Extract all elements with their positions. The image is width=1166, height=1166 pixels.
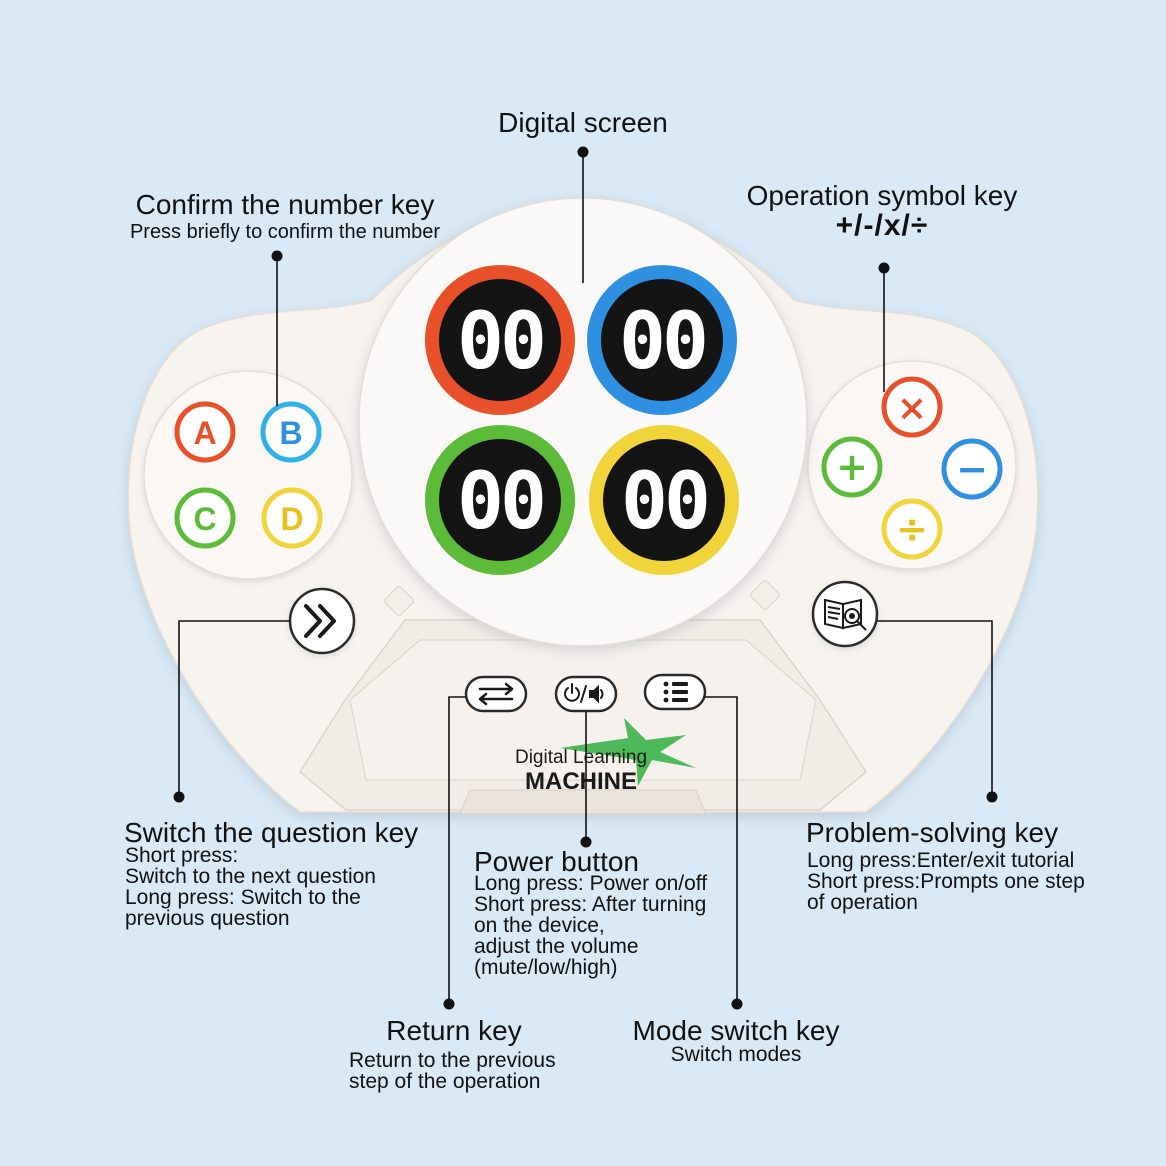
key-b-label: B — [279, 415, 302, 451]
power-desc-2: Short press: After turning — [474, 893, 707, 916]
logo-star-icon — [560, 718, 696, 786]
key-divide[interactable]: ÷ — [881, 498, 943, 560]
confirm-number-title: Confirm the number key — [135, 189, 435, 220]
logo-line2: MACHINE — [525, 768, 637, 795]
power-title: Power button — [474, 846, 639, 877]
screen-bottom-left — [425, 425, 575, 575]
double-chevron-icon — [304, 604, 336, 638]
return-desc-1: Return to the previous — [349, 1049, 556, 1072]
mode-switch-title: Mode switch key — [632, 1015, 840, 1046]
mode-switch-button[interactable] — [643, 673, 707, 711]
return-button[interactable] — [464, 675, 528, 713]
key-a[interactable]: A — [174, 401, 236, 463]
screen-top-right — [587, 265, 737, 415]
switch-question-button[interactable] — [288, 587, 356, 655]
device-tray-front — [459, 789, 707, 815]
key-a-label: A — [193, 415, 216, 451]
return-desc-2: step of the operation — [349, 1070, 541, 1093]
confirm-number-desc: Press briefly to confirm the number — [129, 221, 441, 243]
key-d-label: D — [280, 501, 303, 537]
left-pad — [143, 370, 353, 580]
operation-symbol-symbols: +/-/x/÷ — [835, 209, 929, 242]
key-subtract[interactable]: − — [941, 438, 1003, 500]
screen-digits-3: 00 — [457, 457, 543, 547]
screen-digits-2: 00 — [619, 297, 705, 387]
power-desc-4: adjust the volume — [474, 935, 639, 958]
problem-solving-desc-3: of operation — [807, 891, 918, 914]
right-pad — [807, 360, 1017, 570]
indicator-right — [750, 580, 780, 610]
power-desc-1: Long press: Power on/off — [474, 872, 708, 895]
key-subtract-label: − — [956, 447, 988, 491]
return-title: Return key — [386, 1015, 522, 1046]
problem-solving-title: Problem-solving key — [806, 817, 1059, 848]
mode-switch-desc: Switch modes — [670, 1043, 802, 1066]
callout-dots — [173, 146, 998, 1010]
switch-question-desc-1: Short press: — [125, 844, 239, 867]
key-add[interactable]: + — [821, 436, 883, 498]
key-c-label: C — [193, 501, 216, 537]
callout-lines — [178, 152, 993, 1004]
power-volume-icon — [564, 683, 604, 704]
key-c[interactable]: C — [174, 487, 236, 549]
screen-bottom-right — [589, 425, 739, 575]
problem-solving-desc-1: Long press:Enter/exit tutorial — [807, 849, 1075, 872]
key-b[interactable]: B — [260, 401, 322, 463]
switch-question-desc-4: previous question — [125, 907, 290, 930]
operation-symbol-title: Operation symbol key — [746, 180, 1018, 211]
key-d[interactable]: D — [261, 487, 323, 549]
switch-question-title: Switch the question key — [124, 817, 419, 848]
swap-arrows-icon — [478, 682, 514, 706]
digital-screen-title: Digital screen — [498, 107, 668, 138]
power-desc-3: on the device, — [474, 914, 605, 937]
logo-line1: Digital Learning — [515, 747, 647, 768]
problem-solving-button[interactable] — [811, 580, 879, 648]
switch-question-desc-2: Switch to the next question — [125, 865, 376, 888]
indicator-left — [384, 586, 414, 616]
power-button[interactable] — [554, 675, 618, 713]
problem-solving-desc-2: Short press:Prompts one step — [807, 870, 1085, 893]
book-magnifier-icon — [824, 598, 867, 631]
screen-digits-1: 00 — [457, 297, 543, 387]
key-multiply[interactable]: × — [881, 376, 943, 438]
key-multiply-label: × — [897, 388, 927, 429]
screen-top-left — [425, 265, 575, 415]
key-divide-label: ÷ — [896, 507, 928, 551]
key-add-label: + — [836, 445, 868, 489]
list-icon — [663, 681, 688, 703]
switch-question-desc-3: Long press: Switch to the — [125, 886, 361, 909]
power-desc-5: (mute/low/high) — [474, 956, 618, 979]
screen-digits-4: 00 — [621, 457, 707, 547]
